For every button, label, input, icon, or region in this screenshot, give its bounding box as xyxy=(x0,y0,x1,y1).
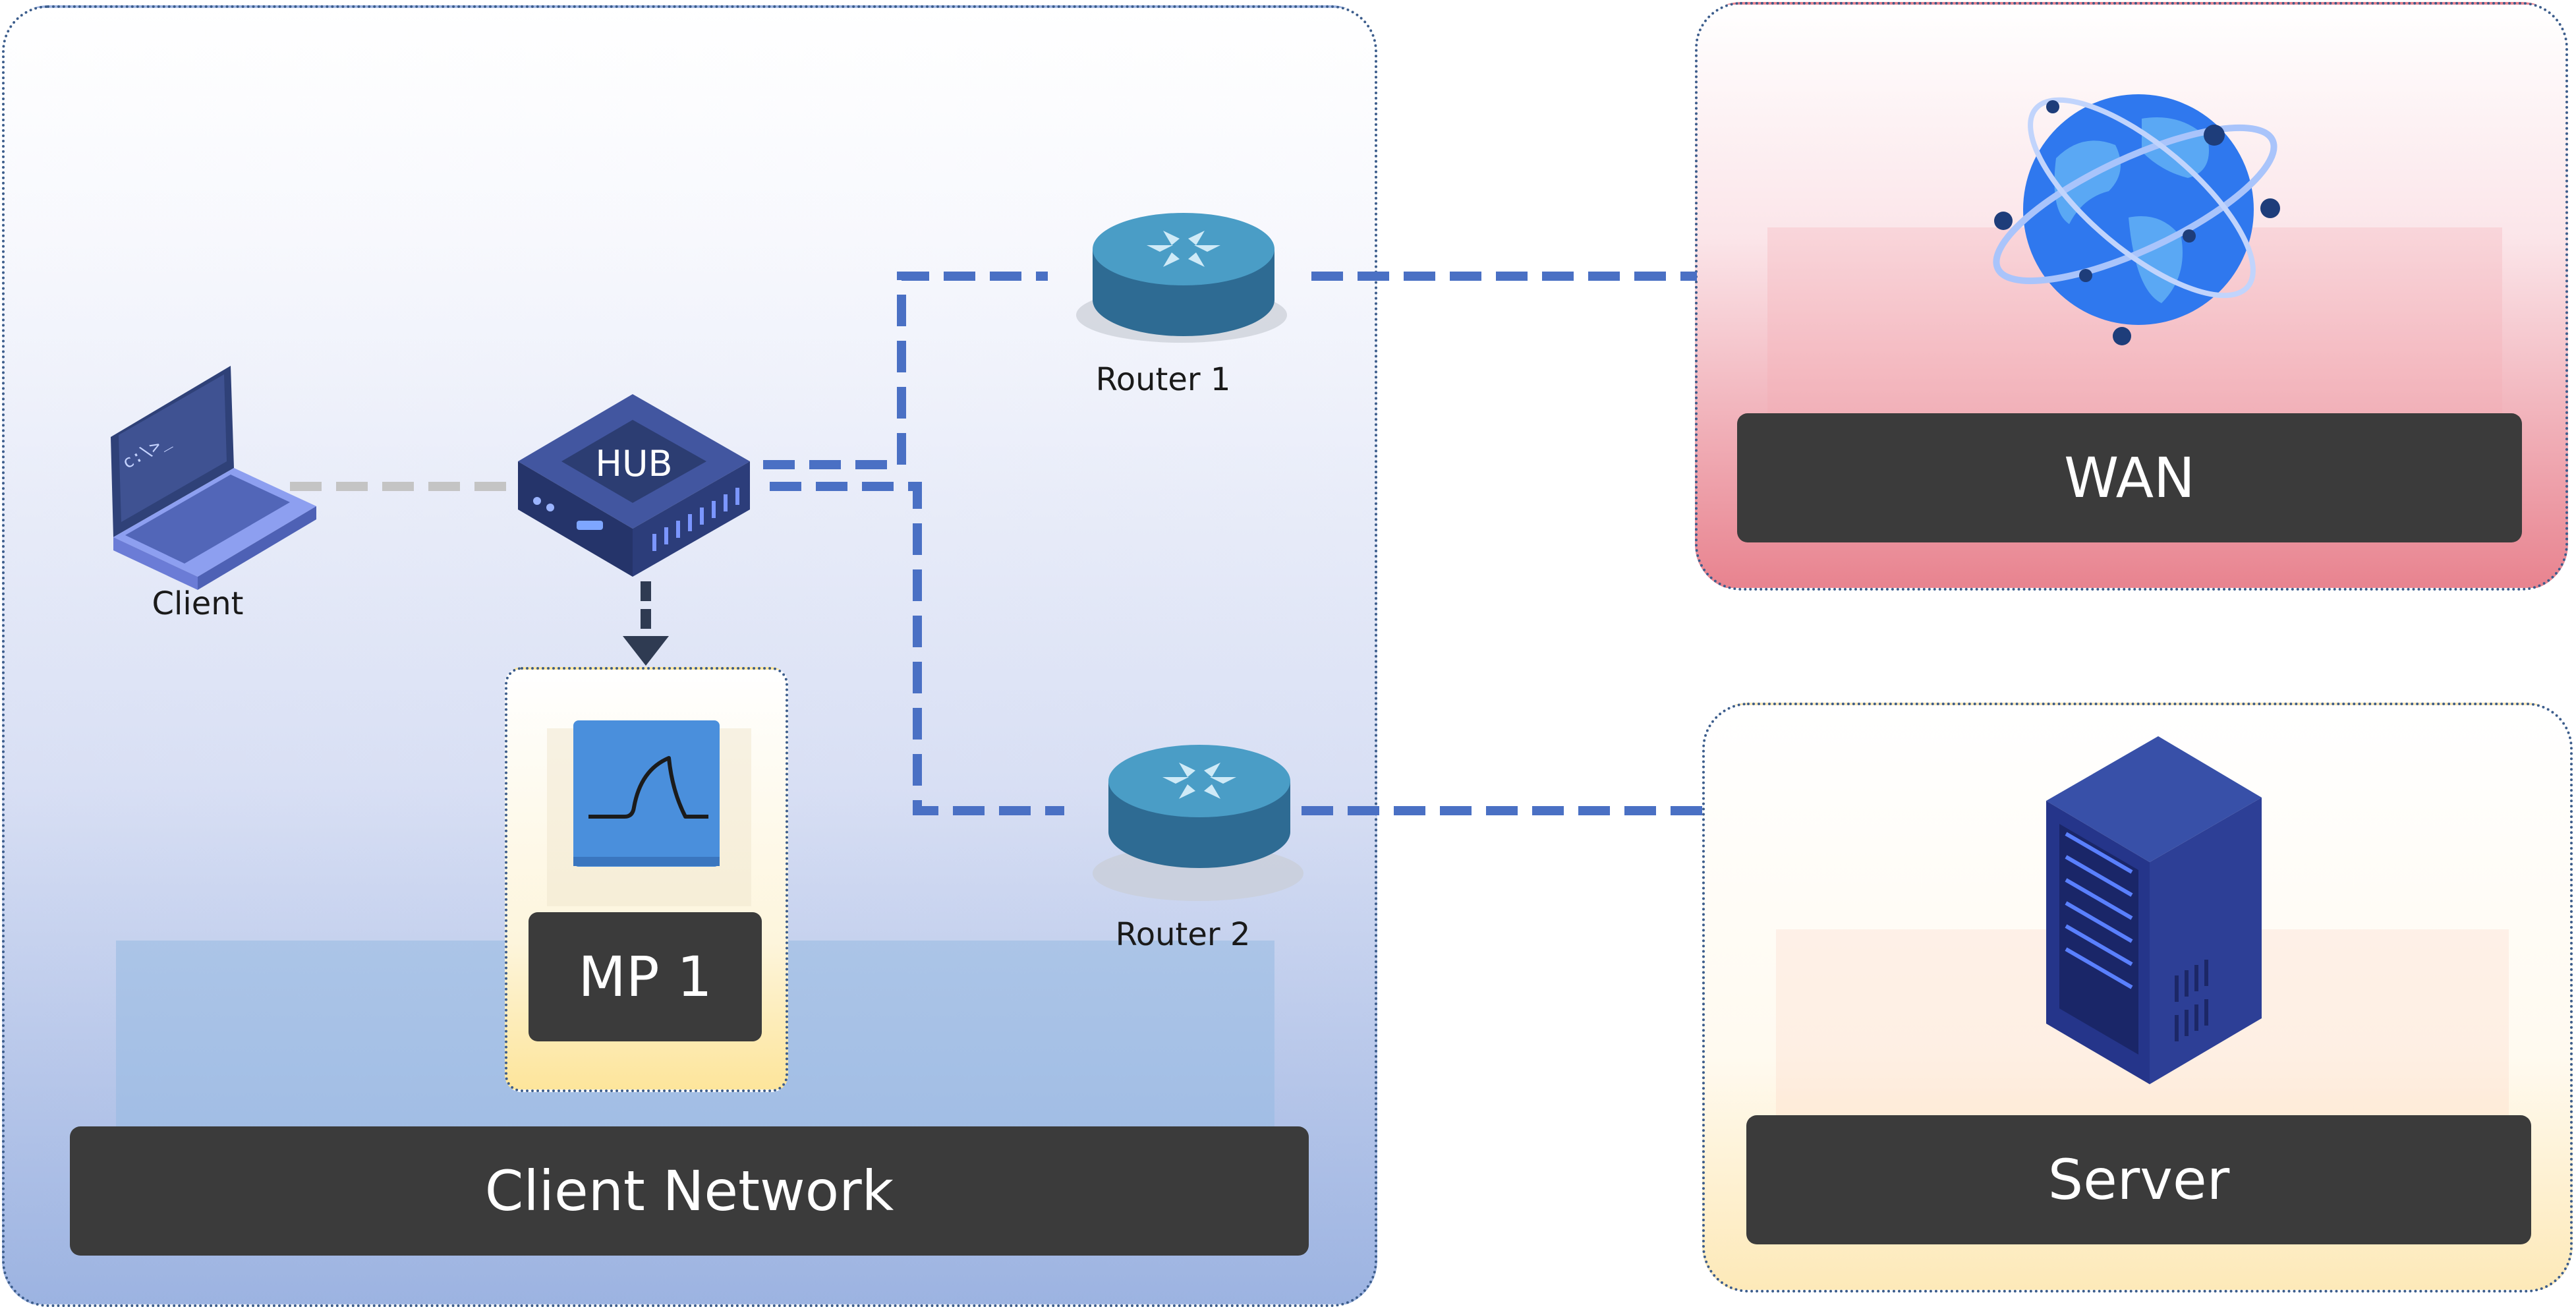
link-hub-router1 xyxy=(763,272,1048,469)
wan-label: WAN xyxy=(1737,413,2522,542)
router-icon xyxy=(1093,745,1303,901)
router-icon xyxy=(1076,213,1287,343)
connections xyxy=(290,272,1703,815)
server-rack-icon xyxy=(2046,736,2262,1084)
server-label: Server xyxy=(1746,1115,2531,1244)
arrow-hub-mp xyxy=(623,636,669,666)
router2-caption: Router 2 xyxy=(1115,916,1251,953)
globe-icon xyxy=(1993,94,2280,345)
router1-caption: Router 1 xyxy=(1095,361,1231,398)
client-network-label: Client Network xyxy=(70,1126,1309,1256)
mp-label: MP 1 xyxy=(529,912,762,1041)
hub-label: HUB xyxy=(595,443,672,484)
link-hub-router2 xyxy=(770,482,1064,815)
capture-waveform-icon xyxy=(573,720,720,867)
laptop-icon: c:\>_ xyxy=(111,366,316,590)
hub-icon: HUB xyxy=(518,394,750,577)
client-caption: Client xyxy=(152,585,244,622)
